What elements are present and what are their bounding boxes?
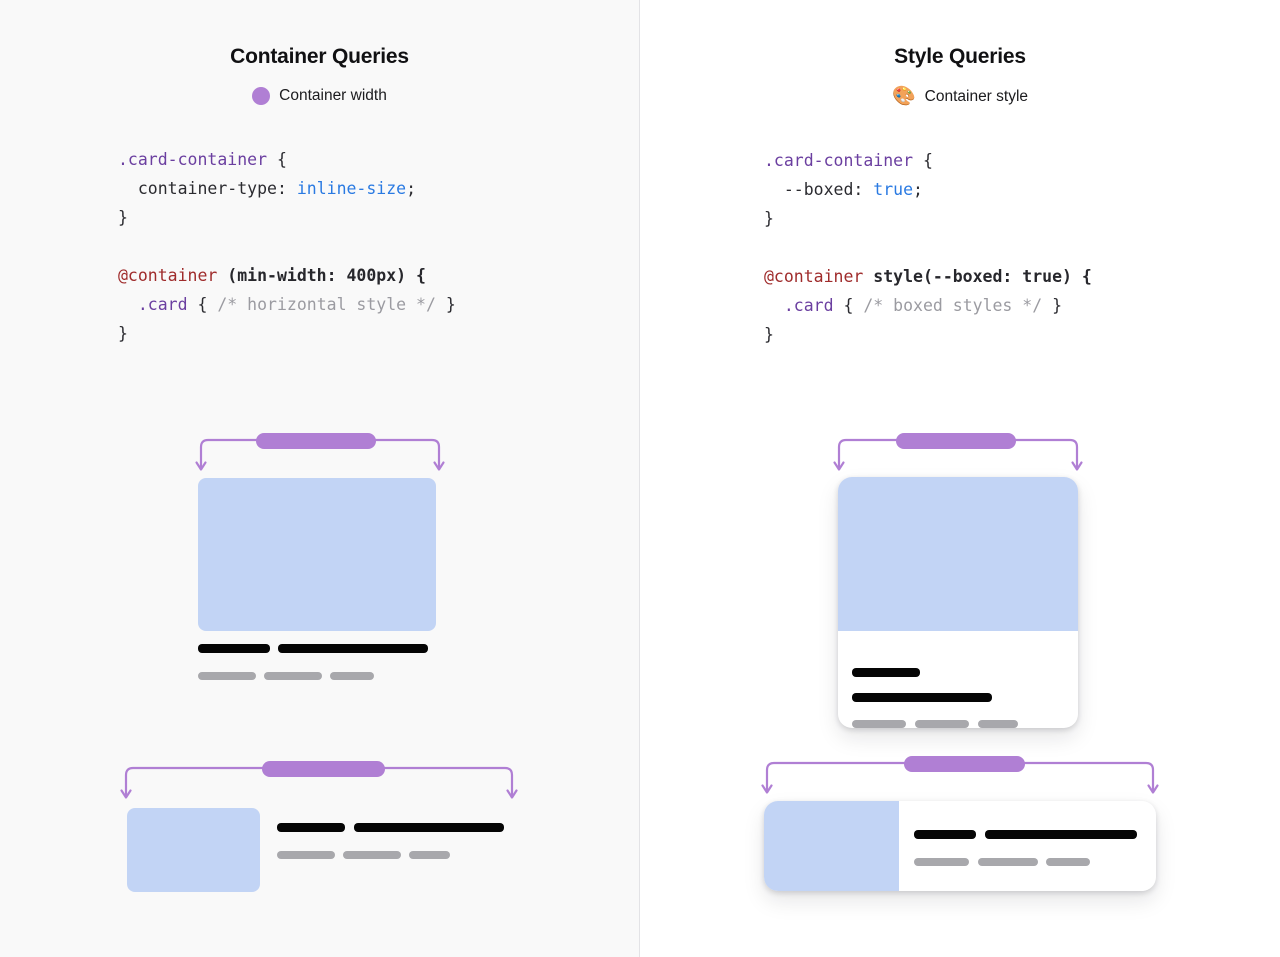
card-meta-line (409, 851, 450, 859)
panel-style-queries: Style Queries 🎨 Container style .card-co… (640, 0, 1280, 957)
code-comment: /* horizontal style */ (217, 295, 436, 315)
code-atrule: @container (118, 266, 218, 286)
code-selector: .card (783, 296, 834, 316)
card-meta-line (978, 720, 1018, 728)
container-size-pill (256, 433, 376, 449)
panel-subtitle-left: Container width (0, 87, 639, 106)
card-title-line (985, 830, 1137, 839)
card-title-line (278, 644, 428, 653)
container-style-bracket (833, 433, 1083, 473)
code-atrule: @container (764, 267, 864, 287)
code-brace: { (267, 150, 287, 170)
purple-dot-icon (252, 87, 271, 106)
card-title-line (354, 823, 504, 832)
code-brace-open: { (187, 295, 218, 315)
code-property: --boxed (783, 180, 854, 200)
panel-container-queries: Container Queries Container width .card-… (0, 0, 640, 957)
code-value: inline-size (296, 179, 407, 199)
card-image-placeholder (838, 477, 1078, 631)
code-condition: (min-width: 400px) (217, 266, 407, 286)
code-selector: .card-container (764, 151, 914, 171)
container-width-bracket (120, 761, 518, 801)
code-brace: { (913, 151, 933, 171)
code-close-brace: } (118, 324, 128, 344)
code-brace-close: } (1042, 296, 1063, 316)
card-meta-line (978, 858, 1038, 866)
code-semicolon: ; (913, 180, 923, 200)
card-meta-line (330, 672, 374, 680)
code-close-brace: } (764, 209, 774, 229)
code-block-container-queries: .card-container { container-type: inline… (0, 145, 639, 348)
panel-header-left: Container Queries Container width (0, 0, 639, 106)
code-brace: { (406, 266, 426, 286)
container-size-pill (262, 761, 385, 777)
code-block-style-queries: .card-container { --boxed: true; } @cont… (640, 146, 1280, 349)
card-meta-line (198, 672, 256, 680)
card-meta-line (915, 720, 969, 728)
card-title-line (852, 693, 992, 702)
card-meta-line (277, 851, 335, 859)
code-selector: .card-container (118, 150, 268, 170)
panel-header-right: Style Queries 🎨 Container style (640, 0, 1280, 106)
card-title-line (277, 823, 345, 832)
code-brace-open: { (833, 296, 864, 316)
panel-subtitle-label-right: Container style (924, 87, 1029, 105)
card-image-placeholder (764, 801, 899, 891)
card-image-placeholder (127, 808, 260, 892)
code-condition: style(--boxed: true) (863, 267, 1072, 287)
code-colon: : (853, 180, 874, 200)
card-meta-line (914, 858, 969, 866)
card-image-placeholder (198, 478, 436, 631)
card-meta-line (343, 851, 401, 859)
card-title-line (914, 830, 976, 839)
code-blank-line (764, 233, 1280, 262)
container-style-pill (896, 433, 1016, 449)
code-selector: .card (137, 295, 188, 315)
card-meta-line (264, 672, 322, 680)
boxed-card (764, 801, 1156, 891)
code-blank-line (118, 232, 639, 261)
code-comment: /* boxed styles */ (863, 296, 1043, 316)
code-close-brace: } (118, 208, 128, 228)
code-brace-close: } (435, 295, 456, 315)
code-value: true (873, 180, 914, 200)
panel-subtitle-label-left: Container width (279, 87, 387, 105)
code-brace: { (1071, 267, 1092, 287)
page-title-style-queries: Style Queries (894, 45, 1026, 68)
card-meta-line (852, 720, 906, 728)
card-meta-line (1046, 858, 1090, 866)
code-colon: : (276, 179, 297, 199)
page-title-container-queries: Container Queries (230, 45, 409, 68)
code-property: container-type (137, 179, 277, 199)
code-close-brace: } (764, 325, 774, 345)
code-semicolon: ; (406, 179, 417, 199)
palette-icon: 🎨 (891, 86, 916, 108)
container-width-bracket (195, 433, 445, 473)
card-title-line (852, 668, 920, 677)
container-style-bracket (761, 756, 1159, 796)
panel-subtitle-right: 🎨 Container style (640, 87, 1280, 106)
boxed-card (838, 477, 1078, 728)
card-title-line (198, 644, 270, 653)
container-style-pill (904, 756, 1025, 772)
